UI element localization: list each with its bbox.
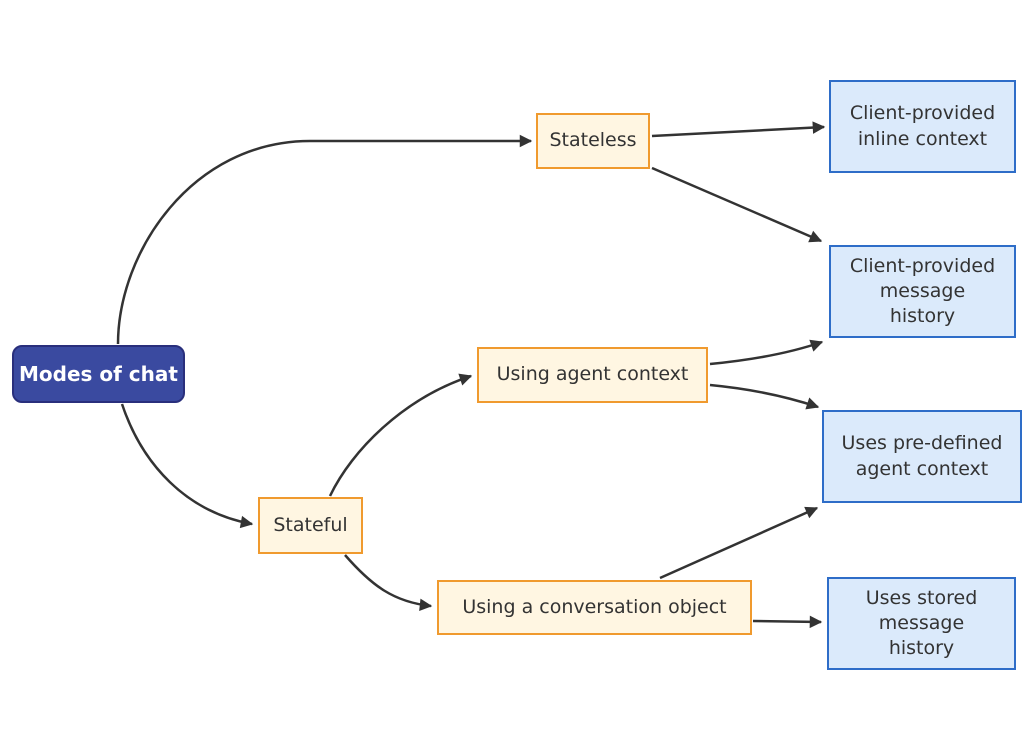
- node-client-provided-message-history-label: Client-provided message history: [849, 254, 996, 328]
- node-stateful: Stateful: [258, 497, 363, 554]
- node-modes-of-chat-label: Modes of chat: [19, 361, 178, 386]
- node-client-provided-inline-context: Client-provided inline context: [829, 80, 1016, 173]
- node-using-agent-context: Using agent context: [477, 347, 708, 403]
- node-uses-stored-message-history: Uses stored message history: [827, 577, 1016, 670]
- edge-modes-of-chat-to-stateful: [120, 403, 254, 529]
- node-modes-of-chat: Modes of chat: [12, 345, 185, 403]
- node-using-a-conversation-object: Using a conversation object: [437, 580, 752, 635]
- node-client-provided-inline-context-label: Client-provided inline context: [849, 102, 996, 150]
- node-client-provided-message-history: Client-provided message history: [829, 245, 1016, 338]
- node-uses-stored-message-history-label: Uses stored message history: [865, 586, 978, 660]
- edge-stateless-to-client-provided-inline-context: [651, 121, 826, 138]
- edge-stateful-to-using-agent-context: [328, 373, 473, 497]
- edge-modes-of-chat-to-stateless: [116, 134, 533, 345]
- edge-using-a-conversation-object-to-uses-pre-defined-agent-context: [659, 506, 819, 580]
- edge-stateful-to-using-a-conversation-object: [344, 554, 433, 612]
- edge-using-agent-context-to-client-provided-message-history: [709, 339, 824, 366]
- node-uses-pre-defined-agent-context: Uses pre-defined agent context: [822, 410, 1022, 503]
- edge-using-a-conversation-object-to-uses-stored-message-history: [752, 615, 823, 629]
- node-using-a-conversation-object-label: Using a conversation object: [462, 595, 727, 618]
- node-stateful-label: Stateful: [273, 513, 348, 536]
- node-using-agent-context-label: Using agent context: [496, 363, 689, 386]
- edge-using-agent-context-to-uses-pre-defined-agent-context: [709, 383, 820, 410]
- node-stateless: Stateless: [536, 113, 650, 169]
- edge-stateless-to-client-provided-message-history: [651, 166, 823, 243]
- node-stateless-label: Stateless: [549, 129, 637, 152]
- node-uses-pre-defined-agent-context-label: Uses pre-defined agent context: [841, 432, 1003, 480]
